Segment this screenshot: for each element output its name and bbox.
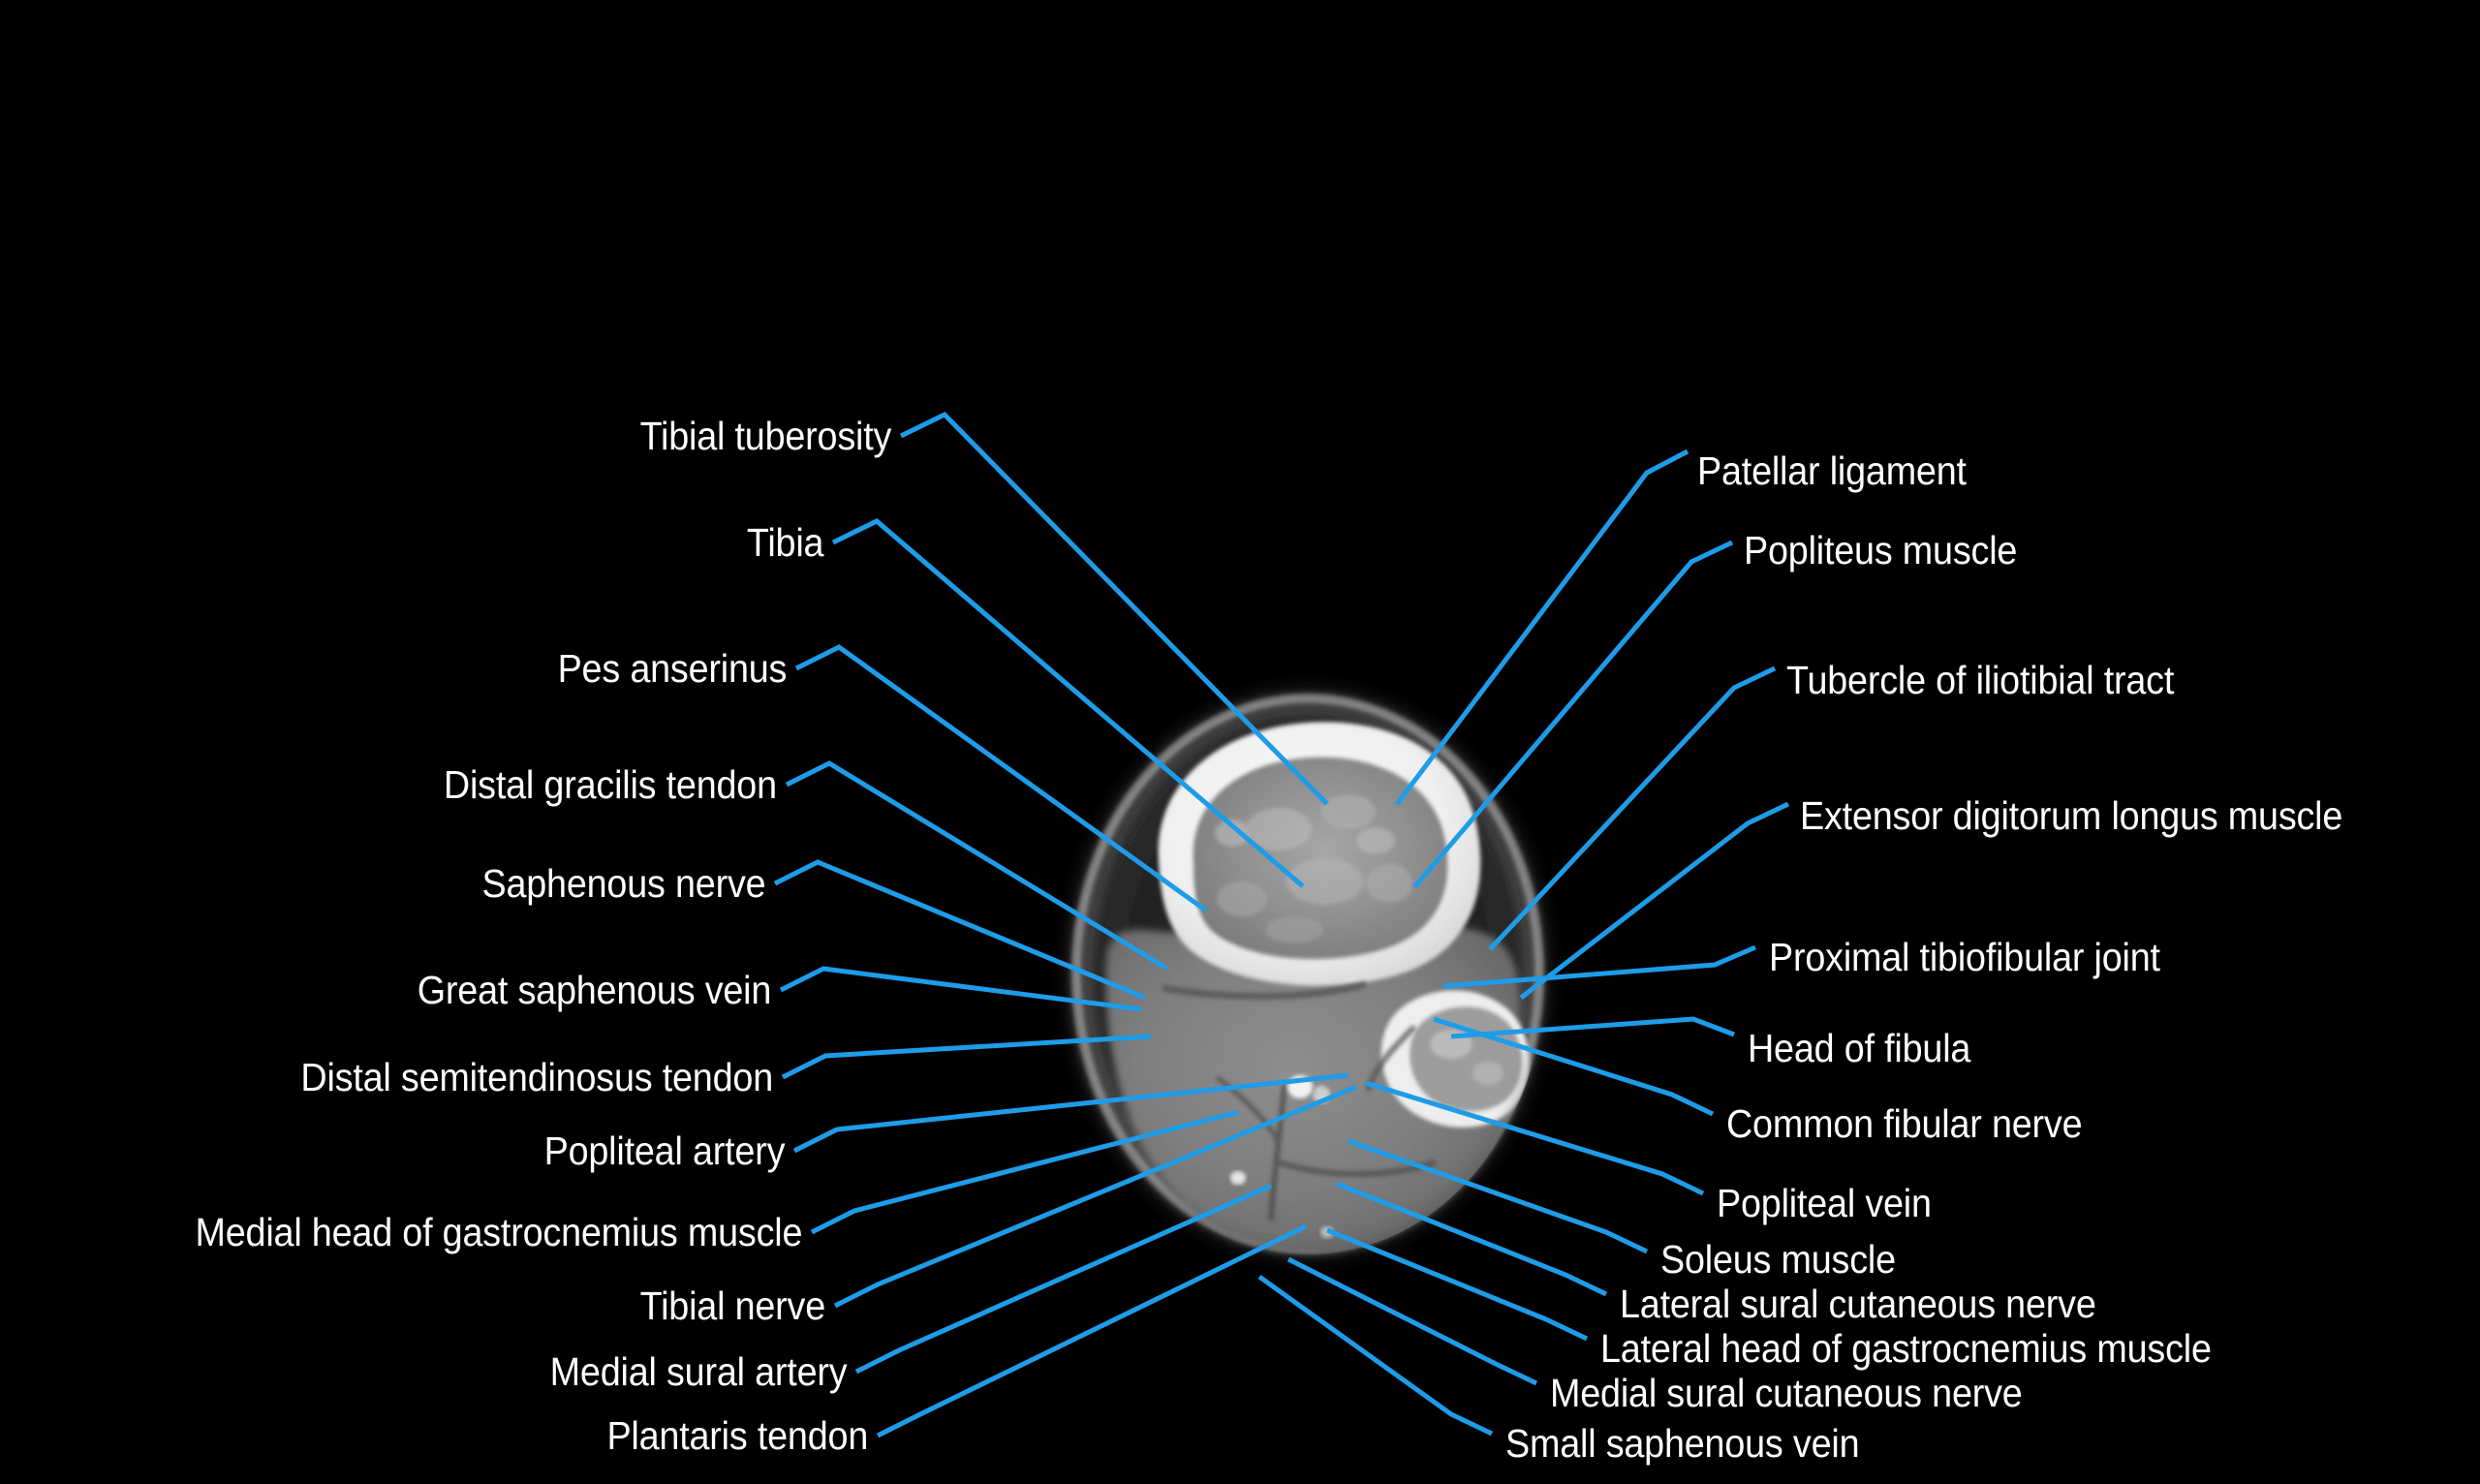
label-lateral-head-of-gastrocnemius-muscle: Lateral head of gastrocnemius muscle xyxy=(1600,1326,2212,1371)
label-popliteus-muscle: Popliteus muscle xyxy=(1744,528,2018,572)
label-medial-head-of-gastrocnemius-muscle: Medial head of gastrocnemius muscle xyxy=(195,1210,802,1254)
label-plantaris-tendon: Plantaris tendon xyxy=(606,1413,868,1458)
leader-small-saphenous-vein xyxy=(1257,1274,1494,1437)
label-distal-gracilis-tendon: Distal gracilis tendon xyxy=(444,762,777,807)
label-lateral-sural-cutaneous-nerve: Lateral sural cutaneous nerve xyxy=(1620,1282,2096,1326)
label-proximal-tibiofibular-joint: Proximal tibiofibular joint xyxy=(1769,935,2160,979)
label-small-saphenous-vein: Small saphenous vein xyxy=(1505,1421,1860,1466)
label-pes-anserinus: Pes anserinus xyxy=(557,646,787,691)
label-extensor-digitorum-longus-muscle: Extensor digitorum longus muscle xyxy=(1800,793,2343,838)
label-popliteal-vein: Popliteal vein xyxy=(1717,1181,1932,1225)
label-medial-sural-artery: Medial sural artery xyxy=(549,1349,847,1394)
label-head-of-fibula: Head of fibula xyxy=(1748,1026,1971,1070)
label-saphenous-nerve: Saphenous nerve xyxy=(481,861,765,906)
label-distal-semitendinosus-tendon: Distal semitendinosus tendon xyxy=(300,1055,773,1099)
label-medial-sural-cutaneous-nerve: Medial sural cutaneous nerve xyxy=(1550,1371,2023,1415)
label-soleus-muscle: Soleus muscle xyxy=(1660,1237,1896,1282)
label-popliteal-artery: Popliteal artery xyxy=(543,1128,785,1173)
label-tubercle-of-iliotibial-tract: Tubercle of iliotibial tract xyxy=(1786,658,2175,702)
label-common-fibular-nerve: Common fibular nerve xyxy=(1726,1101,2083,1146)
label-great-saphenous-vein: Great saphenous vein xyxy=(417,968,772,1012)
ct-axial-slice-image xyxy=(988,639,1628,1298)
label-tibial-nerve: Tibial nerve xyxy=(639,1283,826,1328)
label-tibial-tuberosity: Tibial tuberosity xyxy=(639,414,891,458)
label-patellar-ligament: Patellar ligament xyxy=(1697,448,1967,493)
label-tibia: Tibia xyxy=(746,520,824,565)
